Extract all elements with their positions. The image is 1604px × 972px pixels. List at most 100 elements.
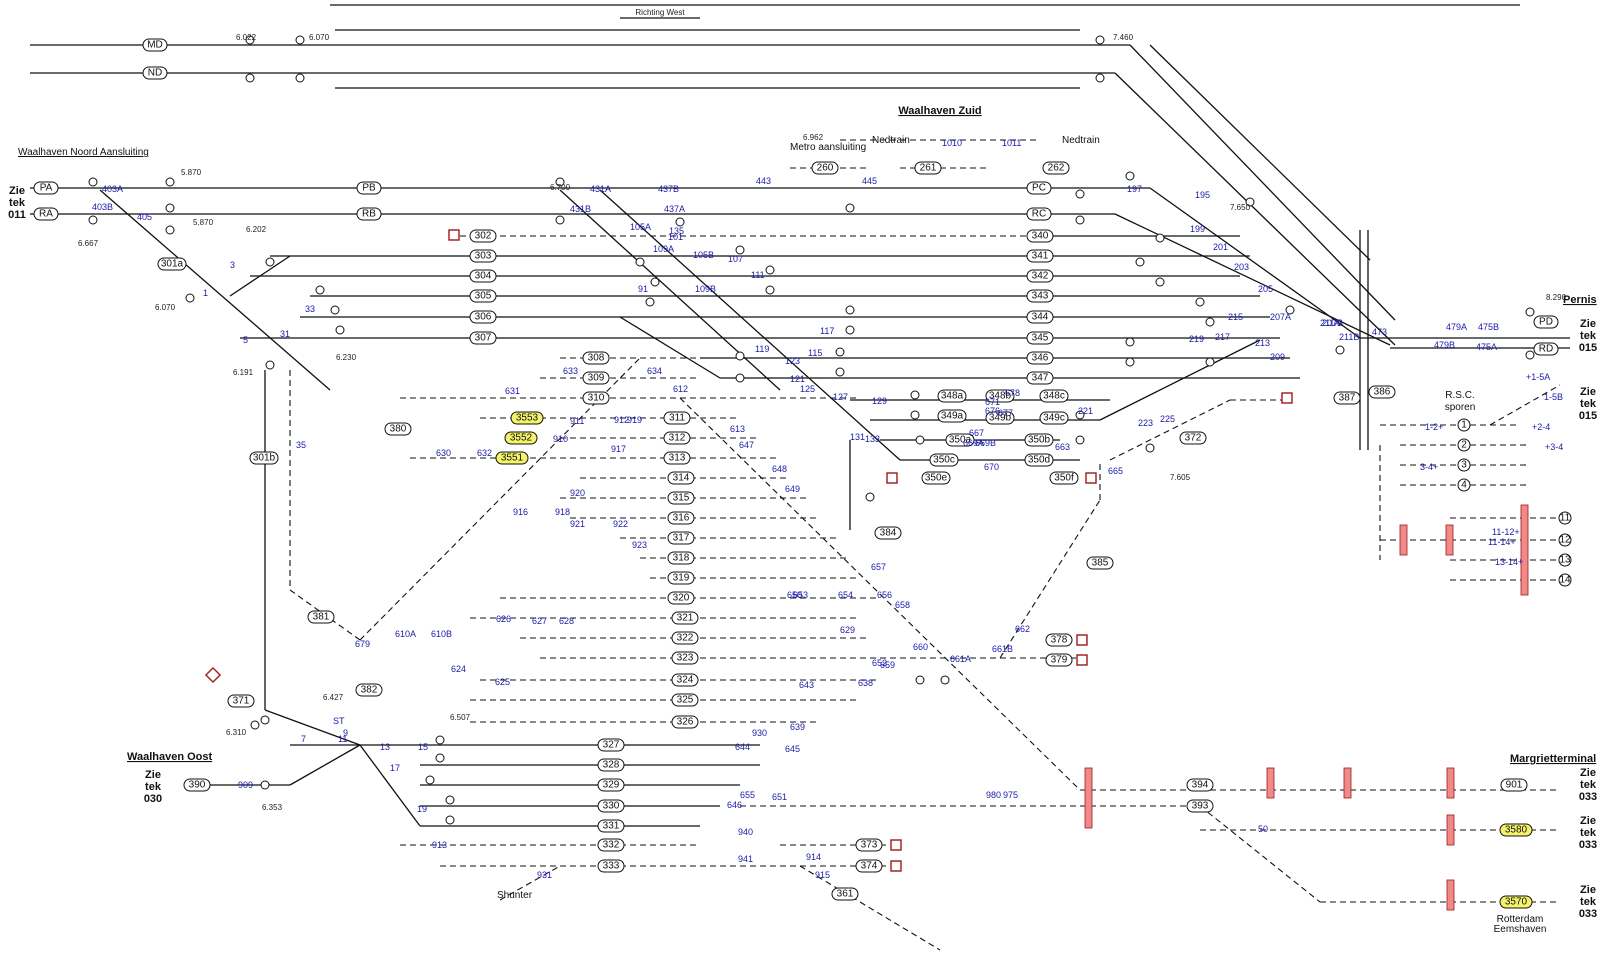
signal[interactable] xyxy=(295,35,305,45)
track-label-329[interactable]: 329 xyxy=(597,778,625,792)
signal[interactable] xyxy=(88,177,98,187)
signal[interactable] xyxy=(260,715,270,725)
track-label-387[interactable]: 387 xyxy=(1333,391,1361,405)
zietek-033-c[interactable]: Zie tek 033 xyxy=(1579,884,1597,920)
rsc-right-11[interactable]: 11 xyxy=(1558,511,1572,525)
rsc-track-4[interactable]: 4 xyxy=(1457,478,1471,492)
signal[interactable] xyxy=(915,675,925,685)
track-label-301a[interactable]: 301a xyxy=(157,257,187,271)
track-label-374[interactable]: 374 xyxy=(855,859,883,873)
track-label-316[interactable]: 316 xyxy=(667,511,695,525)
track-label-309[interactable]: 309 xyxy=(582,371,610,385)
rsc-right-12[interactable]: 12 xyxy=(1558,533,1572,547)
track-label-3570[interactable]: 3570 xyxy=(1499,895,1533,909)
track-label-327[interactable]: 327 xyxy=(597,738,625,752)
rsc-right-14[interactable]: 14 xyxy=(1558,573,1572,587)
track-label-384[interactable]: 384 xyxy=(874,526,902,540)
signal[interactable] xyxy=(445,795,455,805)
signal[interactable] xyxy=(250,720,260,730)
track-label-350a[interactable]: 350a xyxy=(945,433,975,447)
track-label-321[interactable]: 321 xyxy=(671,611,699,625)
track-label-317[interactable]: 317 xyxy=(667,531,695,545)
track-label-3552[interactable]: 3552 xyxy=(504,431,538,445)
signal[interactable] xyxy=(735,351,745,361)
signal[interactable] xyxy=(1525,350,1535,360)
signal[interactable] xyxy=(910,390,920,400)
track-label-371[interactable]: 371 xyxy=(227,694,255,708)
track-label-348a[interactable]: 348a xyxy=(937,389,967,403)
track-label-346[interactable]: 346 xyxy=(1026,351,1054,365)
track-label-rd[interactable]: RD xyxy=(1533,342,1559,356)
signal[interactable] xyxy=(185,293,195,303)
signal[interactable] xyxy=(435,753,445,763)
signal[interactable] xyxy=(265,257,275,267)
track-label-350e[interactable]: 350e xyxy=(921,471,951,485)
track-label-rb[interactable]: RB xyxy=(356,207,382,221)
track-label-315[interactable]: 315 xyxy=(667,491,695,505)
track-label-318[interactable]: 318 xyxy=(667,551,695,565)
track-label-ra[interactable]: RA xyxy=(33,207,59,221)
zietek-011[interactable]: Zie tek 011 xyxy=(8,185,26,221)
track-label-350f[interactable]: 350f xyxy=(1049,471,1079,485)
signal[interactable] xyxy=(735,373,745,383)
signal[interactable] xyxy=(555,177,565,187)
track-label-pb[interactable]: PB xyxy=(356,181,382,195)
signal[interactable] xyxy=(910,410,920,420)
track-label-303[interactable]: 303 xyxy=(469,249,497,263)
track-label-342[interactable]: 342 xyxy=(1026,269,1054,283)
track-label-381[interactable]: 381 xyxy=(307,610,335,624)
signal[interactable] xyxy=(635,257,645,267)
track-label-nd[interactable]: ND xyxy=(142,66,168,80)
track-label-305[interactable]: 305 xyxy=(469,289,497,303)
track-label-349c[interactable]: 349c xyxy=(1039,411,1069,425)
signal[interactable] xyxy=(1135,257,1145,267)
signal[interactable] xyxy=(1145,443,1155,453)
track-label-314[interactable]: 314 xyxy=(667,471,695,485)
signal[interactable] xyxy=(835,367,845,377)
track-label-330[interactable]: 330 xyxy=(597,799,625,813)
track-label-md[interactable]: MD xyxy=(142,38,168,52)
track-label-3551[interactable]: 3551 xyxy=(495,451,529,465)
signal[interactable] xyxy=(835,347,845,357)
signal[interactable] xyxy=(940,675,950,685)
signal[interactable] xyxy=(445,815,455,825)
signal[interactable] xyxy=(845,203,855,213)
track-label-345[interactable]: 345 xyxy=(1026,331,1054,345)
signal[interactable] xyxy=(330,305,340,315)
signal[interactable] xyxy=(315,285,325,295)
signal[interactable] xyxy=(265,360,275,370)
track-label-rc[interactable]: RC xyxy=(1026,207,1052,221)
track-label-320[interactable]: 320 xyxy=(667,591,695,605)
signal[interactable] xyxy=(1075,189,1085,199)
signal[interactable] xyxy=(1245,197,1255,207)
signal[interactable] xyxy=(245,73,255,83)
track-label-340[interactable]: 340 xyxy=(1026,229,1054,243)
track-label-350b[interactable]: 350b xyxy=(1024,433,1054,447)
track-label-312[interactable]: 312 xyxy=(663,431,691,445)
track-label-349a[interactable]: 349a xyxy=(937,409,967,423)
track-label-382[interactable]: 382 xyxy=(355,683,383,697)
signal[interactable] xyxy=(1285,305,1295,315)
track-label-3553[interactable]: 3553 xyxy=(510,411,544,425)
track-label-361[interactable]: 361 xyxy=(831,887,859,901)
track-label-319[interactable]: 319 xyxy=(667,571,695,585)
signal[interactable] xyxy=(165,225,175,235)
signal[interactable] xyxy=(1075,215,1085,225)
signal[interactable] xyxy=(1195,297,1205,307)
zietek-030[interactable]: Zie tek 030 xyxy=(144,769,162,805)
rsc-track-1[interactable]: 1 xyxy=(1457,418,1471,432)
track-label-311[interactable]: 311 xyxy=(663,411,691,425)
signal[interactable] xyxy=(1525,307,1535,317)
signal[interactable] xyxy=(1125,337,1135,347)
track-label-347[interactable]: 347 xyxy=(1026,371,1054,385)
track-label-333[interactable]: 333 xyxy=(597,859,625,873)
track-label-348c[interactable]: 348c xyxy=(1039,389,1069,403)
zietek-033-b[interactable]: Zie tek 033 xyxy=(1579,815,1597,851)
track-label-322[interactable]: 322 xyxy=(671,631,699,645)
track-label-302[interactable]: 302 xyxy=(469,229,497,243)
track-label-390[interactable]: 390 xyxy=(183,778,211,792)
track-label-313[interactable]: 313 xyxy=(663,451,691,465)
zietek-033-a[interactable]: Zie tek 033 xyxy=(1579,767,1597,803)
zietek-015-b[interactable]: Zie tek 015 xyxy=(1579,386,1597,422)
track-label-325[interactable]: 325 xyxy=(671,693,699,707)
